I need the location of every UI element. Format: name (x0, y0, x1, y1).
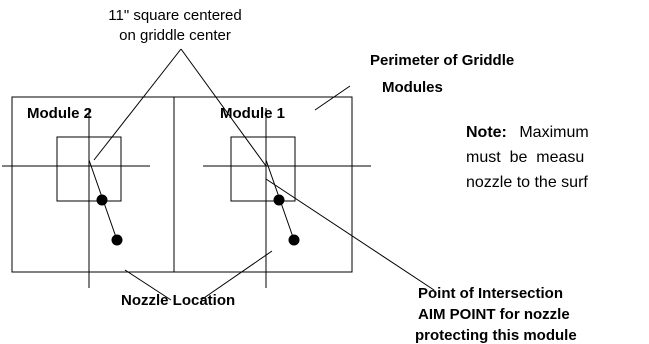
module-1-square (230, 136, 296, 202)
square-callout-label-line1: 11" square centered (108, 7, 241, 24)
note-heading: Note: (466, 124, 507, 141)
aim-point-callout (265, 178, 435, 291)
note-line2: must be measu (466, 149, 584, 166)
square-callout-left (93, 48, 182, 161)
module-1-upper-dot (273, 194, 285, 206)
module-1-nozzle-dot (288, 234, 300, 246)
note-line3: nozzle to the surf (466, 174, 588, 191)
note-line1-rest: Maximum (519, 124, 588, 141)
nozzle-callout-right (200, 250, 273, 301)
perimeter-label-line2: Modules (382, 79, 443, 96)
module-2-upper-dot (96, 194, 108, 206)
perimeter-label-line1: Perimeter of Griddle (370, 52, 514, 69)
griddle-perimeter (11, 96, 353, 273)
nozzle-callout-left (124, 269, 172, 301)
module-2-nozzle-dot (111, 234, 123, 246)
module-2-label: Module 2 (27, 105, 92, 122)
aim-label-line2: AIM POINT for nozzle (418, 306, 570, 323)
perimeter-callout (314, 85, 351, 111)
note-line1: Note: Maximum (466, 124, 589, 141)
square-callout-label-line2: on griddle center (119, 27, 231, 44)
nozzle-location-label: Nozzle Location (121, 292, 235, 309)
square-callout-right (180, 48, 267, 167)
module-1-label: Module 1 (220, 105, 285, 122)
aim-label-line1: Point of Intersection (418, 285, 563, 302)
aim-label-line3: protecting this module (415, 327, 577, 344)
